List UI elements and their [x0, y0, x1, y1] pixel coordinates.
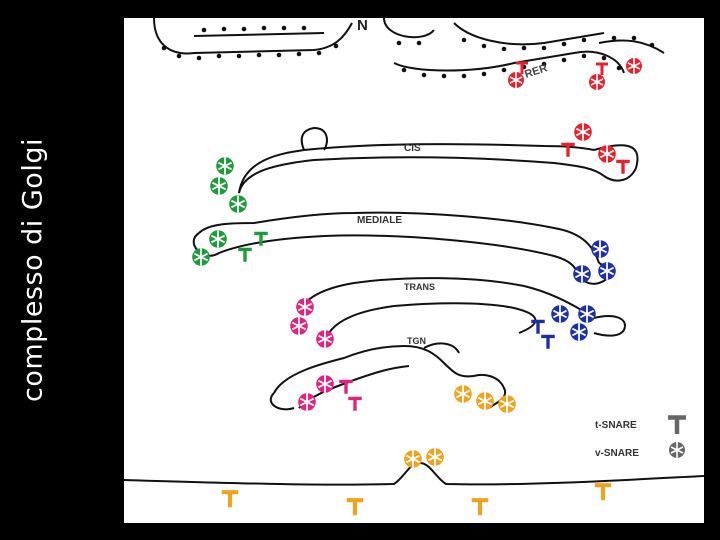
trans-label: TRANS [404, 282, 435, 292]
t-snare-icon [614, 159, 632, 176]
vesicle-icon [215, 156, 235, 176]
ribosome-dots [161, 25, 655, 79]
diagram-canvas: N RER CIS MEDIALE [123, 17, 705, 523]
vesicle-icon [625, 57, 643, 75]
vesicle-icon [315, 329, 335, 349]
vesicle-icon [191, 247, 211, 267]
tgn-network [269, 342, 507, 411]
tgn-magenta-vesicles [297, 374, 364, 413]
vesicle-icon [497, 394, 517, 414]
rough-er [153, 17, 665, 74]
vesicle-icon [569, 322, 589, 342]
vesicle-icon [597, 144, 617, 164]
vesicle-icon [208, 229, 228, 249]
t-snare-icon [236, 247, 254, 264]
vesicle-icon [403, 449, 423, 469]
vesicle-icon [289, 316, 309, 336]
medial-green-vesicles [191, 229, 270, 267]
vesicle-icon [297, 392, 317, 412]
vesicle-icon [507, 71, 525, 89]
t-snare-icon [539, 334, 557, 351]
exocytosis-vesicles [222, 447, 612, 515]
vesicle-icon [597, 261, 617, 281]
trans-magenta-vesicles [289, 297, 335, 349]
t-snare-icon [472, 500, 489, 515]
t-snare-icon [222, 492, 239, 507]
vesicle-icon [572, 264, 592, 284]
nucleus-label: N [357, 18, 368, 34]
cis-cisterna [238, 126, 639, 194]
vesicle-icon [315, 374, 335, 394]
tgn-label: TGN [407, 336, 426, 346]
vesicle-icon [425, 447, 445, 467]
legend: t-SNARE v-SNARE [595, 418, 686, 459]
vesicle-icon [550, 304, 570, 324]
golgi-diagram: N RER CIS MEDIALE [123, 17, 705, 523]
slide-title: complesso di Golgi [17, 138, 49, 402]
legend-t-snare-label: t-SNARE [595, 420, 637, 431]
medial-label: MEDIALE [357, 215, 402, 226]
tgn-orange-vesicles [453, 384, 517, 414]
medial-blue-vesicles [572, 239, 617, 284]
vesicle-icon [295, 297, 315, 317]
rer-label: RER [523, 62, 549, 81]
trans-cisterna [298, 277, 626, 337]
vesicle-icon [475, 391, 495, 411]
v-snare-icon [668, 441, 686, 459]
vesicle-icon [573, 122, 593, 142]
t-snare-icon [594, 62, 610, 77]
t-snare-icon [595, 485, 612, 500]
vesicle-icon [453, 384, 473, 404]
vesicle-icon [577, 304, 597, 324]
vesicle-icon [588, 73, 606, 91]
t-snare-icon [668, 418, 686, 435]
vesicle-icon [228, 194, 248, 214]
t-snare-icon [529, 319, 547, 336]
vesicle-icon [209, 176, 229, 196]
legend-v-snare-label: v-SNARE [595, 448, 639, 459]
vesicle-icon [590, 239, 610, 259]
cis-label: CIS [404, 143, 421, 154]
t-snare-icon [346, 396, 364, 413]
t-snare-icon [347, 500, 364, 515]
t-snare-icon [337, 379, 355, 396]
trans-blue-vesicles [529, 304, 597, 351]
